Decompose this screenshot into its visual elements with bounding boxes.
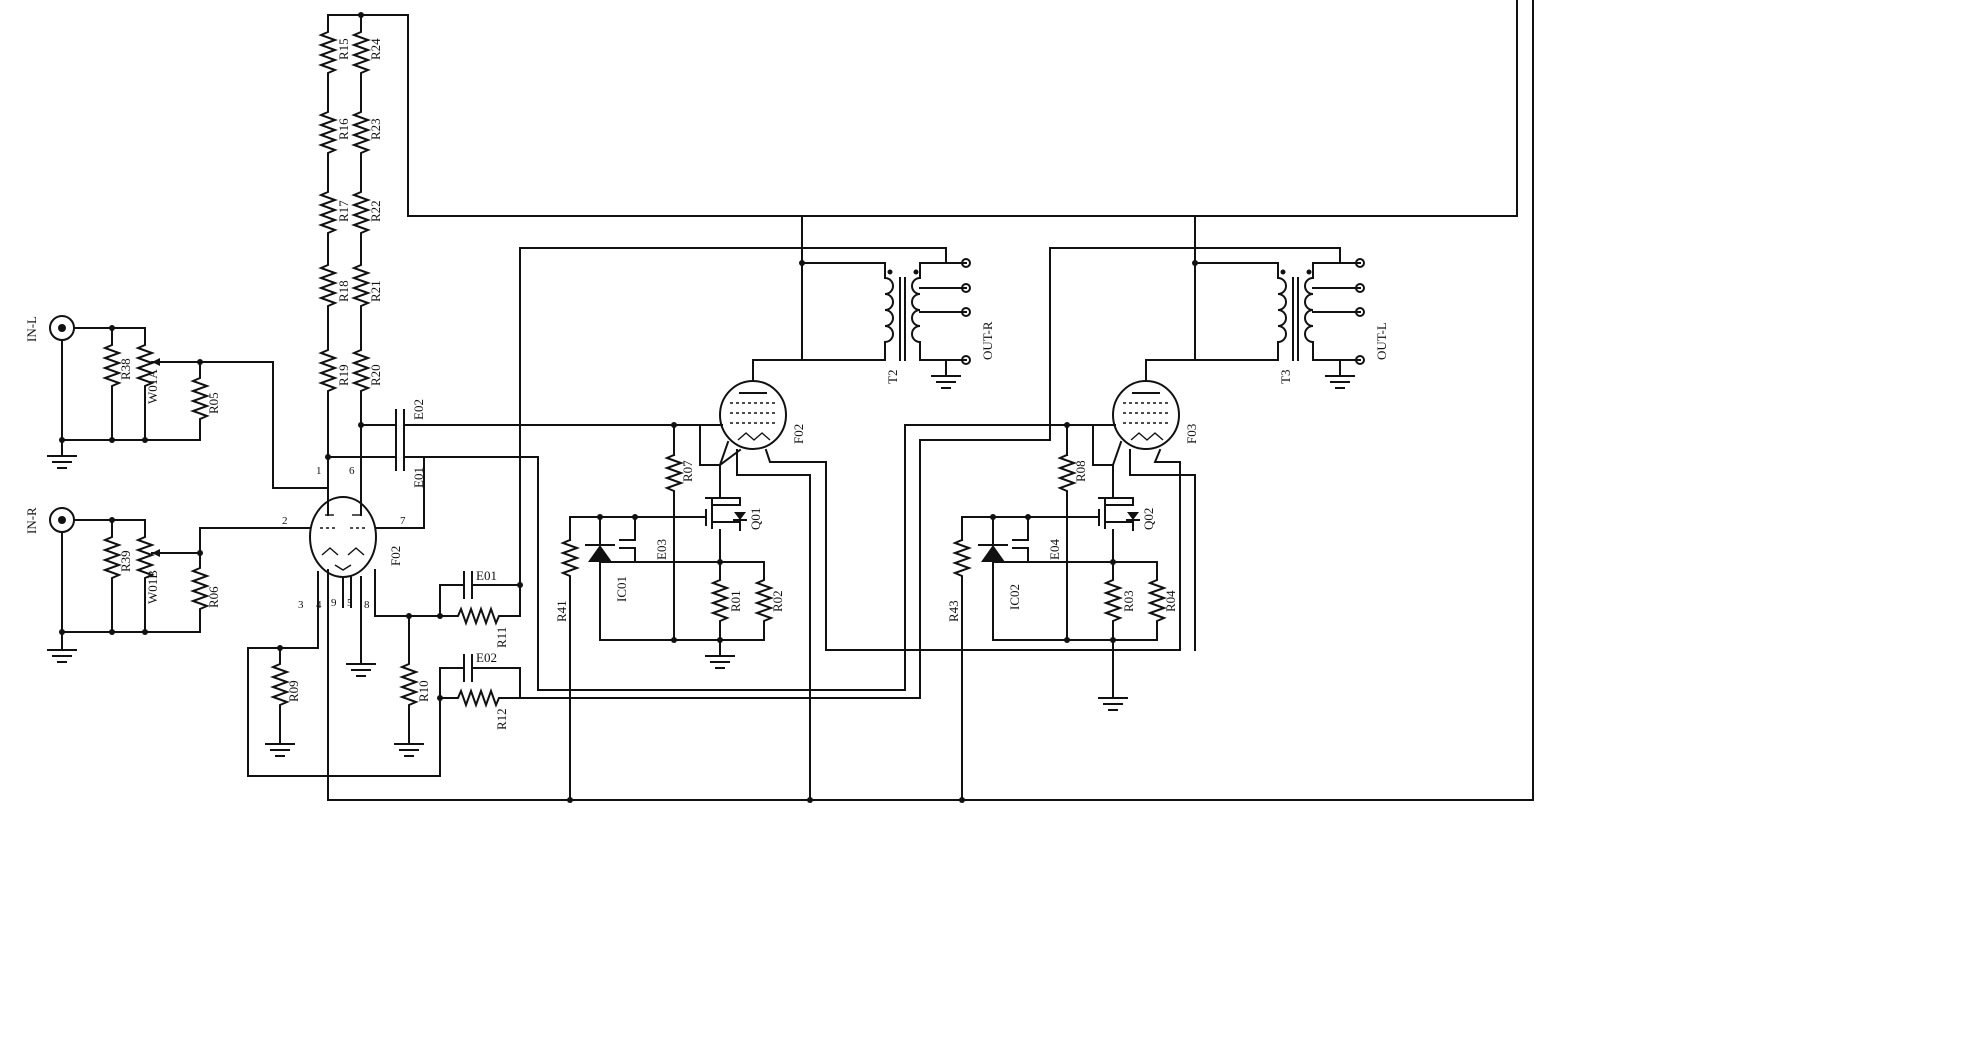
out-r-label: OUT-R xyxy=(980,321,995,360)
f02-out-label: F02 xyxy=(791,424,806,444)
pin-1: 1 xyxy=(316,465,322,477)
out-l-label: OUT-L xyxy=(1374,322,1389,360)
r11-label: R11 xyxy=(494,627,509,648)
driver-tube xyxy=(247,456,441,801)
input-left xyxy=(47,315,329,489)
coupling-caps xyxy=(325,409,1116,691)
e03-label: E03 xyxy=(654,539,669,560)
r20-label: R20 xyxy=(368,364,383,386)
e02-label: E02 xyxy=(476,650,497,665)
pin-7: 7 xyxy=(400,515,406,527)
pin-4: 4 xyxy=(316,599,322,611)
ic01-label: IC01 xyxy=(614,576,629,602)
q01-label: Q01 xyxy=(748,508,763,530)
r09-label: R09 xyxy=(286,680,301,702)
input-right xyxy=(47,507,311,663)
r16-label: R16 xyxy=(336,118,351,140)
r21-label: R21 xyxy=(368,280,383,302)
w01a-label: W01A xyxy=(145,369,160,404)
r01-label: R01 xyxy=(728,590,743,612)
r04-label: R04 xyxy=(1163,590,1178,612)
r15-label: R15 xyxy=(336,38,351,60)
in-l-label: IN-L xyxy=(24,316,39,342)
r23-label: R23 xyxy=(368,118,383,140)
r07-label: R07 xyxy=(680,460,695,482)
e01-label: E01 xyxy=(476,568,497,583)
r17-label: R17 xyxy=(336,200,351,222)
r18-label: R18 xyxy=(336,280,351,302)
r41-label: R41 xyxy=(554,600,569,622)
pin-5: 5 xyxy=(347,597,353,609)
ic02-label: IC02 xyxy=(1007,584,1022,610)
t2-label: T2 xyxy=(885,370,900,384)
output-stage-right xyxy=(560,258,1181,801)
feedback-network-bottom xyxy=(437,247,1341,737)
t3-label: T3 xyxy=(1278,370,1293,384)
f03-label: F03 xyxy=(1184,424,1199,444)
r10-resistor xyxy=(394,613,424,757)
r02-label: R02 xyxy=(770,590,785,612)
e04-label: E04 xyxy=(1047,539,1062,560)
r43-label: R43 xyxy=(946,600,961,622)
resistor-ladder-right xyxy=(351,14,371,501)
output-stage-left xyxy=(952,258,1365,801)
r22-label: R22 xyxy=(368,200,383,222)
in-r-label: IN-R xyxy=(24,507,39,534)
r10-label: R10 xyxy=(416,680,431,702)
w01b-label: W01B xyxy=(145,570,160,604)
pin-9: 9 xyxy=(331,597,337,609)
r24-label: R24 xyxy=(368,38,383,60)
supply-rails xyxy=(327,0,1534,801)
feedback-network-top xyxy=(408,247,947,626)
r39-label: R39 xyxy=(118,550,133,572)
r08-label: R08 xyxy=(1073,460,1088,482)
pin-3: 3 xyxy=(298,599,304,611)
q02-label: Q02 xyxy=(1141,508,1156,530)
resistor-ladder-left xyxy=(318,14,338,501)
f02-driver-label: F02 xyxy=(388,546,403,566)
pin-2: 2 xyxy=(282,515,288,527)
pin-6: 6 xyxy=(349,465,355,477)
e01-label-top: E01 xyxy=(411,467,426,488)
r06-label: R06 xyxy=(206,586,221,608)
r12-label: R12 xyxy=(494,708,509,730)
r38-label: R38 xyxy=(118,358,133,380)
amplifier-schematic: R15 R16 R17 R18 R19 R24 R23 R22 R21 R20 … xyxy=(24,0,1534,803)
r05-label: R05 xyxy=(206,392,221,414)
pin-8: 8 xyxy=(364,599,370,611)
r19-label: R19 xyxy=(336,364,351,386)
r03-label: R03 xyxy=(1121,590,1136,612)
e02-label-top: E02 xyxy=(411,399,426,420)
r09-resistor xyxy=(265,645,295,757)
